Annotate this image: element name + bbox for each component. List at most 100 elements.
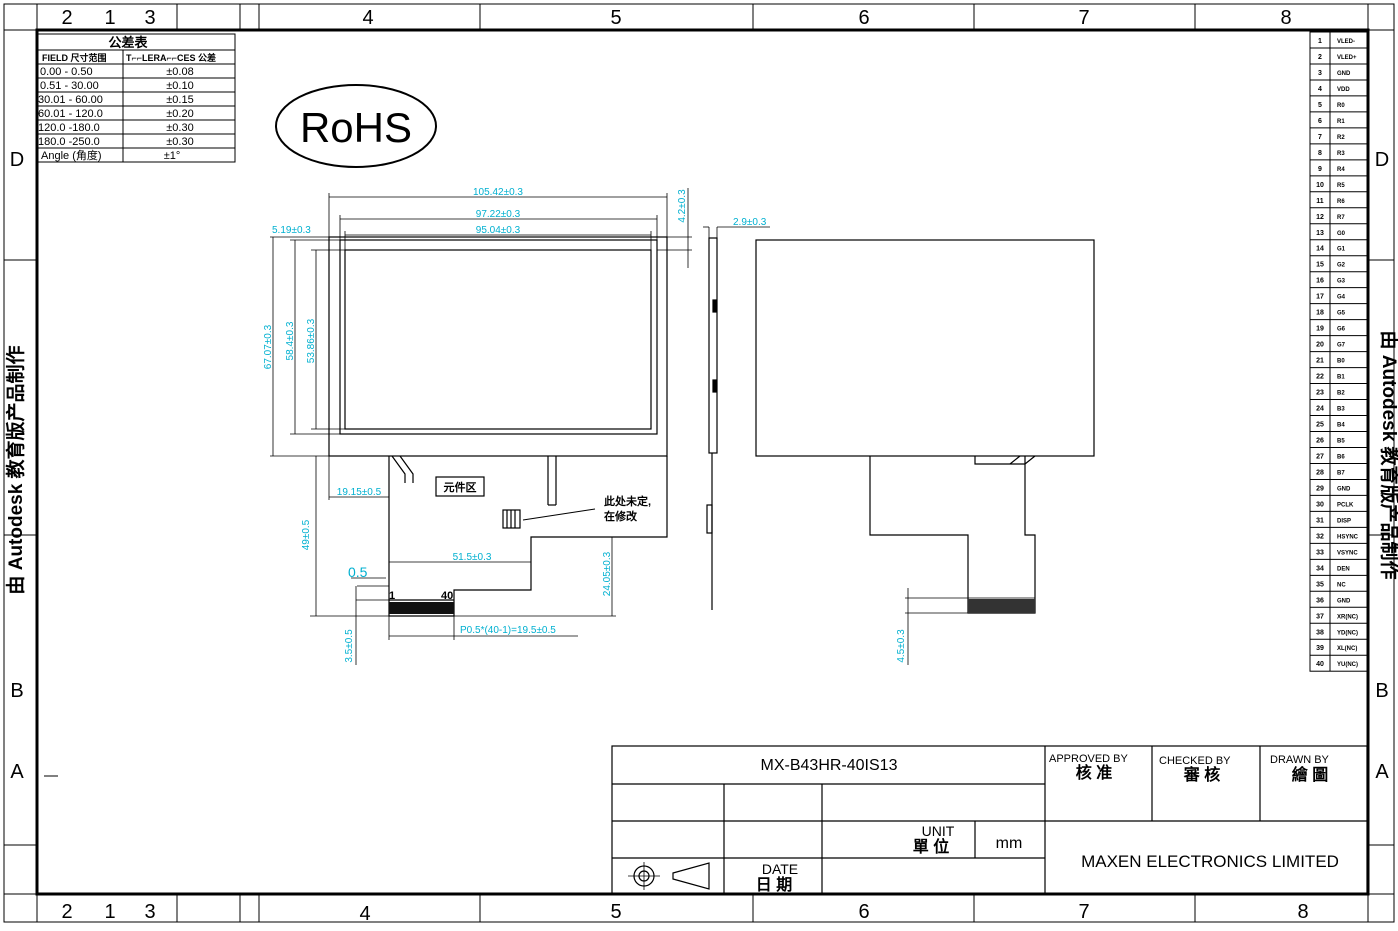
pin-signal: R1: [1337, 119, 1345, 125]
tolerance-value: ±0.20: [166, 108, 193, 120]
pin-number: 15: [1316, 262, 1324, 269]
pin-signal: G7: [1337, 343, 1346, 349]
pin-number: 22: [1316, 374, 1324, 381]
pin-signal: VDD: [1337, 87, 1350, 93]
col-label: 3: [144, 901, 155, 923]
pin-signal: B4: [1337, 423, 1345, 429]
pin-signal: B2: [1337, 391, 1345, 397]
col-label: 1: [104, 7, 115, 29]
dim-pin-width: 0.5: [348, 564, 368, 580]
dim-aa-height: 53.86±0.3: [306, 318, 317, 363]
dimension-lines: [270, 188, 692, 665]
dim-stiffener: 3.5±0.5: [344, 629, 355, 663]
pin-signal: VLED-: [1337, 39, 1355, 45]
pin-signal: B1: [1337, 375, 1345, 381]
tolerance-value: ±0.15: [166, 94, 193, 106]
dim-pitch: P0.5*(40-1)=19.5±0.5: [460, 625, 556, 636]
pin-number: 9: [1318, 166, 1322, 173]
pin-number: 32: [1316, 533, 1324, 540]
tolerance-field: Angle (角度): [41, 148, 102, 162]
front-view: [328, 236, 668, 617]
pin-number: 39: [1316, 645, 1324, 652]
dim-thickness: 2.9±0.3: [733, 217, 767, 228]
column-labels-bottom: 2 1 3 4 5 6 7 8: [61, 901, 1308, 925]
col-label: 8: [1280, 7, 1291, 29]
checked-by-label: CHECKED BY: [1159, 755, 1231, 767]
pin-number: 24: [1316, 406, 1324, 413]
row-label-right: A: [1375, 761, 1389, 783]
dim-stiffener-back: 4.5±0.3: [896, 629, 907, 663]
pin-signal: G6: [1337, 327, 1346, 333]
title-block: [611, 745, 1368, 895]
dim-top-offset: 4.2±0.3: [677, 189, 688, 223]
col-label: 3: [144, 7, 155, 29]
side-view: [703, 226, 770, 610]
pin-number: 40: [1316, 661, 1324, 668]
pin-signal: XL(NC): [1337, 646, 1357, 652]
pin-signal: B7: [1337, 470, 1345, 476]
pin-signal: R0: [1337, 103, 1345, 109]
row-label-right: B: [1375, 680, 1388, 702]
pin-number: 12: [1316, 214, 1324, 221]
pin-number: 7: [1318, 134, 1322, 141]
unit-label: UNIT: [922, 823, 955, 839]
dimension-labels: 105.42±0.3 97.22±0.3 95.04±0.3 5.19±0.3 …: [263, 187, 907, 663]
pin-number: 14: [1316, 246, 1324, 253]
pin-number: 27: [1316, 453, 1324, 460]
tolerance-value: ±1°: [164, 150, 181, 162]
rohs-mark: RoHS: [275, 84, 437, 168]
pin-number: 35: [1316, 581, 1324, 588]
dim-fpc-offset: 19.15±0.5: [337, 487, 382, 498]
tolerance-field: 0.00 - 0.50: [40, 66, 93, 78]
pin-number: 33: [1316, 549, 1324, 556]
pin-number: 5: [1318, 102, 1322, 109]
pin-signal: YU(NC): [1337, 662, 1358, 668]
pin-number: 23: [1316, 390, 1324, 397]
dim-fpc-length: 49±0.5: [301, 519, 312, 550]
pin-number: 18: [1316, 310, 1324, 317]
pin-signal: B6: [1337, 454, 1345, 460]
pin-signal: G1: [1337, 247, 1346, 253]
fpc-contacts-front: [389, 602, 454, 614]
pin-number: 30: [1316, 501, 1324, 508]
pin-signal: DISP: [1337, 518, 1351, 524]
pin-number: 13: [1316, 230, 1324, 237]
column-labels-top: 2 1 3 4 5 6 7 8: [61, 7, 1291, 29]
model-number: MX-B43HR-40IS13: [761, 757, 898, 774]
watermark-left: 由 Autodesk 教育版产品制作: [4, 345, 27, 594]
col-label: 2: [61, 7, 72, 29]
tolerance-value: ±0.08: [166, 66, 193, 78]
dim-left-offset: 5.19±0.3: [272, 225, 311, 236]
back-view: [755, 239, 1095, 665]
approved-by-label: APPROVED BY: [1049, 753, 1129, 765]
tolerance-value: ±0.30: [166, 122, 193, 134]
checked-by-cn: 審 核: [1183, 765, 1220, 784]
dim-fpc-width: 51.5±0.3: [453, 552, 492, 563]
tolerance-value: ±0.30: [166, 136, 193, 148]
pin-signal: B0: [1337, 359, 1345, 365]
dim-va-width: 97.22±0.3: [476, 209, 521, 220]
tolerance-field: 0.51 - 30.00: [40, 80, 99, 92]
pin-number: 29: [1316, 485, 1324, 492]
pin-number: 19: [1316, 326, 1324, 333]
pin-signal: GND: [1337, 598, 1351, 604]
pin-signal: R2: [1337, 135, 1345, 141]
pin-number: 8: [1318, 150, 1322, 157]
pin-signal: R5: [1337, 183, 1345, 189]
col-label: 5: [610, 901, 621, 923]
tolerance-header: T⌐⌐LERA⌐⌐CES 公差: [126, 52, 216, 63]
col-label: 6: [858, 901, 869, 923]
company-name: MAXEN ELECTRONICS LIMITED: [1081, 852, 1339, 871]
pin-signal: GND: [1337, 71, 1351, 77]
pin-signal: B3: [1337, 407, 1345, 413]
pin-signal: G5: [1337, 311, 1346, 317]
note-leader: [522, 508, 596, 521]
pin-number: 38: [1316, 629, 1324, 636]
row-label-left: A: [10, 761, 24, 783]
pin-signal: B5: [1337, 439, 1345, 445]
pin-number: 1: [1318, 38, 1322, 45]
dim-fpc-height: 24.05±0.3: [602, 551, 613, 596]
pin-signal: R6: [1337, 199, 1345, 205]
pin-number: 31: [1316, 517, 1324, 524]
